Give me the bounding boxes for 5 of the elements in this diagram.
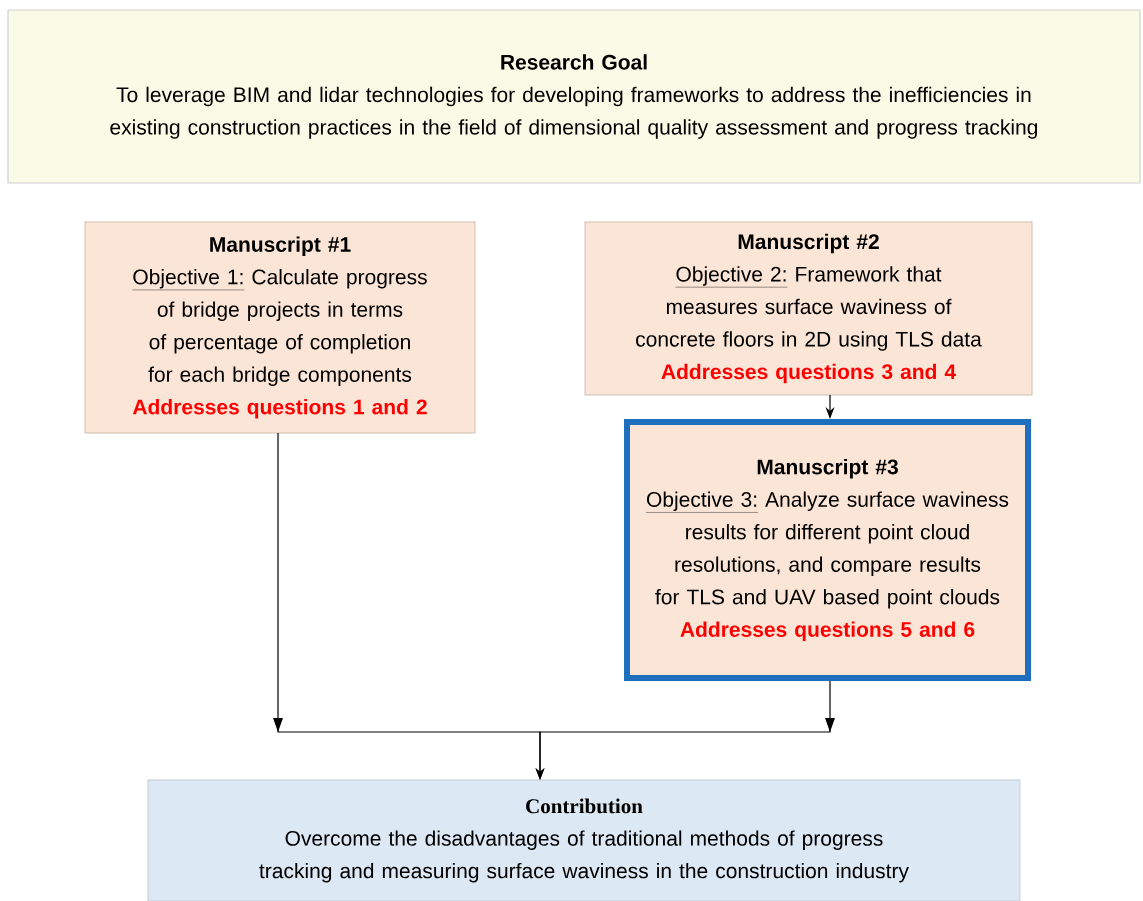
manuscript-box: Manuscript #1 Objective 1: Calculate progress of bridge projects in terms of percentage of completion for each bridge components Addresses questions 1 and 2 bbox=[84, 221, 476, 434]
manuscript-box: Manuscript #3 Objective 3: Analyze surface waviness results for different point cloud resolutions, and compare results for TLS and UAV based point clouds Addresses questions 5 and 6 bbox=[624, 419, 1031, 681]
manuscript-box: Manuscript #2 Objective 2: Framework that measures surface waviness of concrete floors in 2D using TLS data Addresses questions 3 and 4 bbox=[584, 221, 1033, 396]
contribution-box: Contribution Overcome the disadvantages of traditional methods of progress tracking and measuring surface waviness in the construction industry bbox=[147, 779, 1021, 901]
goal-box: Research Goal To leverage BIM and lidar technologies for developing frameworks to address the inefficiencies in existing construction practices in the field of dimensional quality assessment and progress tracking bbox=[7, 9, 1141, 184]
